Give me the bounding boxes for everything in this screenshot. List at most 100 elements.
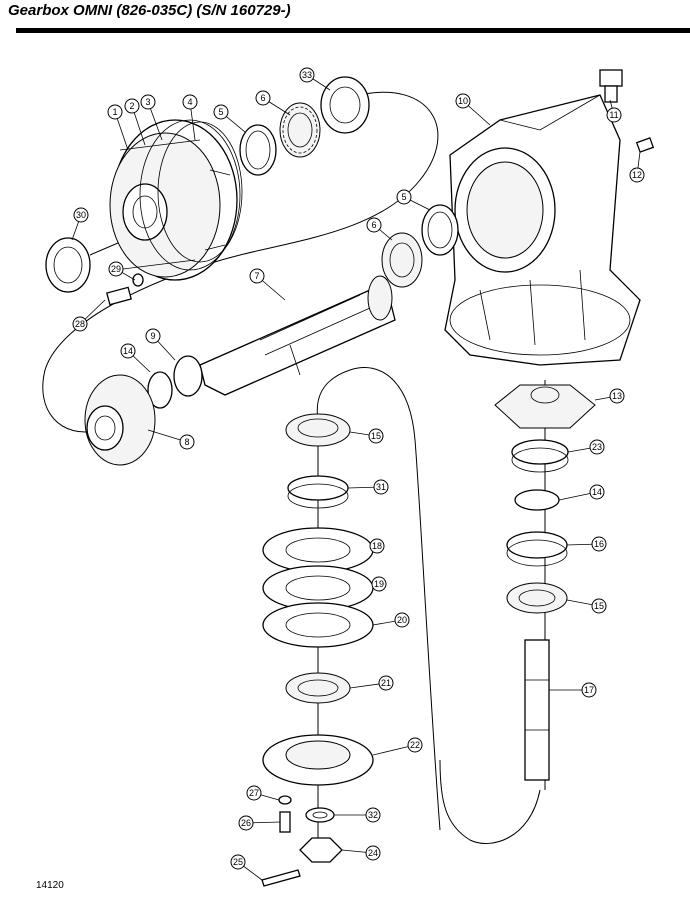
callout-circle	[581, 682, 597, 698]
callout-circle	[365, 845, 381, 861]
callout-number: 21	[381, 678, 391, 688]
callout-22: 22	[372, 737, 423, 756]
callout-number: 31	[376, 482, 386, 492]
bearing-15-left	[285, 413, 351, 447]
callout-number: 24	[368, 848, 378, 858]
callout-11: 11	[606, 99, 622, 123]
callout-number: 3	[145, 97, 150, 107]
callout-18: 18	[369, 538, 385, 554]
callout-20: 20	[372, 612, 410, 628]
callout-circle	[378, 675, 394, 691]
spacer-23	[511, 439, 569, 473]
callout-17: 17	[549, 682, 597, 698]
callout-number: 12	[632, 170, 642, 180]
callout-number: 4	[187, 97, 192, 107]
callout-circle	[591, 598, 607, 614]
cup-16	[506, 531, 568, 567]
callout-7: 7	[249, 268, 286, 301]
plug-11	[599, 69, 623, 103]
callout-5: 5	[396, 189, 431, 211]
callout-number: 2	[129, 101, 134, 111]
callout-6: 6	[255, 90, 291, 116]
callout-circle	[238, 815, 254, 831]
snap-ring-9	[173, 355, 203, 397]
bolt-28	[106, 273, 144, 306]
callout-number: 14	[123, 346, 133, 356]
callout-circle	[108, 261, 124, 277]
callout-circle	[366, 217, 382, 233]
callout-24: 24	[341, 845, 381, 861]
callout-circle	[365, 807, 381, 823]
spacer-14-left	[147, 371, 173, 409]
cap-22	[262, 734, 374, 786]
callout-circle	[394, 612, 410, 628]
gear-8	[84, 374, 156, 466]
ring-5-top	[239, 124, 277, 176]
callout-number: 15	[594, 601, 604, 611]
callout-28: 28	[72, 299, 106, 332]
callout-number: 6	[371, 220, 376, 230]
callout-circle	[396, 189, 412, 205]
nut-24	[299, 837, 343, 863]
callout-circle	[455, 93, 471, 109]
callout-23: 23	[567, 439, 605, 455]
callout-number: 20	[397, 615, 407, 625]
callout-circle	[255, 90, 271, 106]
callout-circle	[371, 576, 387, 592]
bearing-6-top	[279, 102, 321, 158]
callout-number: 26	[241, 818, 251, 828]
callout-circle	[73, 207, 89, 223]
callout-circle	[230, 854, 246, 870]
callout-circle	[589, 439, 605, 455]
callout-circle	[368, 428, 384, 444]
exploded-parts-diagram: 1234563310111230292856791481315312314181…	[42, 67, 655, 887]
callout-number: 28	[75, 319, 85, 329]
figure-id: 14120	[36, 880, 64, 891]
callout-circle	[589, 484, 605, 500]
callout-26: 26	[238, 815, 281, 831]
spacer-14-right	[514, 489, 560, 511]
callout-3: 3	[140, 94, 163, 141]
callout-circle	[609, 388, 625, 404]
bolt-26	[279, 811, 291, 833]
callout-4: 4	[182, 94, 198, 141]
callout-13: 13	[594, 388, 625, 404]
washer-32	[305, 807, 335, 823]
callout-number: 1	[112, 107, 117, 117]
callout-29: 29	[108, 261, 136, 281]
title-rule	[16, 28, 690, 33]
ring-5-mid	[421, 204, 459, 256]
cup-31	[287, 475, 349, 509]
callout-16: 16	[566, 536, 607, 552]
shaft-17	[524, 639, 550, 781]
gearbox-housing	[444, 94, 641, 366]
callout-number: 30	[76, 210, 86, 220]
shaft-7	[199, 275, 396, 396]
callout-number: 15	[371, 431, 381, 441]
shim-20	[262, 602, 374, 648]
plug-12	[635, 137, 655, 153]
callout-circle	[249, 268, 265, 284]
callout-circle	[373, 479, 389, 495]
callout-circle	[629, 167, 645, 183]
callout-33: 33	[299, 67, 331, 91]
callout-number: 13	[612, 391, 622, 401]
callout-number: 19	[374, 579, 384, 589]
callout-circle	[140, 94, 156, 110]
callout-circle	[179, 434, 195, 450]
callout-circle	[120, 343, 136, 359]
callout-5: 5	[213, 104, 246, 133]
callout-circle	[299, 67, 315, 83]
callout-number: 9	[150, 331, 155, 341]
callout-31: 31	[347, 479, 389, 495]
callout-1: 1	[107, 104, 129, 151]
callout-number: 32	[368, 810, 378, 820]
callout-25: 25	[230, 854, 263, 881]
callout-14: 14	[558, 484, 605, 501]
callout-circle	[72, 316, 88, 332]
callout-circle	[124, 98, 140, 114]
washer-27	[278, 795, 292, 805]
callout-15: 15	[349, 428, 384, 444]
callout-number: 33	[302, 70, 312, 80]
